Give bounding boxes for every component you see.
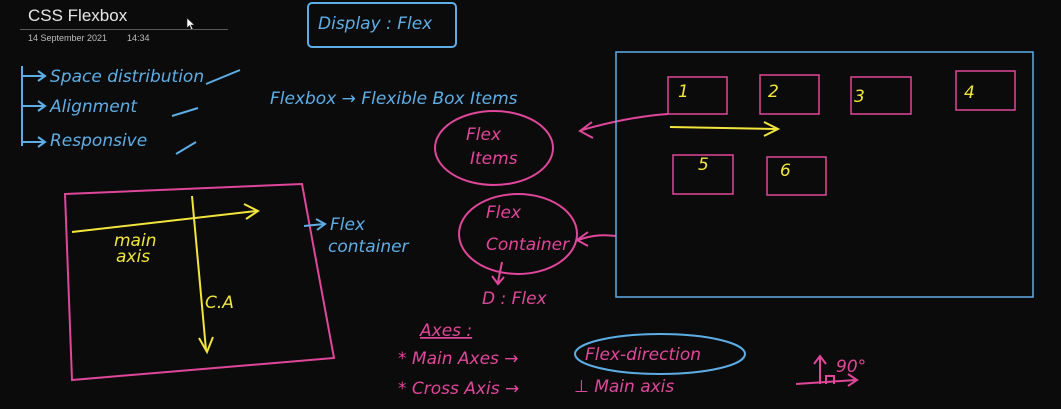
- cross-axis-label: C.A: [205, 293, 234, 313]
- pointer-arrow: [303, 223, 325, 227]
- main-axis-label-line2: axis: [116, 247, 150, 267]
- svg-text:1: 1: [678, 82, 689, 102]
- axes-title: Axes :: [419, 321, 472, 341]
- flex-container-line1: Flex: [486, 203, 522, 223]
- display-flex-note: Display : Flex: [307, 2, 457, 48]
- flex-container-label-line2: container: [328, 237, 410, 257]
- axes-main-line: * Main Axes →: [398, 349, 519, 369]
- flex-container-line2: Container: [486, 235, 570, 255]
- pointer-arrow: [497, 261, 503, 283]
- feature-list: [21, 66, 241, 155]
- flex-item-4: 4: [955, 70, 1016, 111]
- right-angle-icon: [795, 354, 859, 387]
- list-item-responsive: Responsive: [50, 131, 147, 151]
- display-flex-text: Display : Flex: [318, 14, 433, 34]
- arrow-head-icon: [315, 218, 327, 231]
- flex-item-5: 5: [672, 154, 734, 195]
- svg-text:2: 2: [768, 82, 779, 102]
- flex-direction-note: Flex-direction: [585, 345, 701, 365]
- flex-item-1: 1: [667, 76, 728, 115]
- flexbox-definition: Flexbox → Flexible Box Items: [270, 89, 518, 109]
- flex-items-line1: Flex: [466, 125, 502, 145]
- flex-item-3: 3: [850, 76, 912, 115]
- main-axis-arrow: [669, 126, 777, 130]
- axes-diagram: main axis C.A: [63, 182, 336, 382]
- flex-item-6: 6: [766, 156, 827, 196]
- title-divider: [20, 29, 228, 30]
- pointer-arrow: [577, 234, 617, 241]
- page-time: 14:34: [127, 33, 150, 43]
- flex-direction-highlight: [574, 333, 746, 375]
- perpendicular-note: ⊥ Main axis: [574, 377, 674, 397]
- d-flex-note: D : Flex: [482, 289, 548, 309]
- check-mark: [175, 141, 197, 155]
- axes-cross-line: * Cross Axis →: [398, 379, 519, 399]
- arrow-head-icon: [763, 121, 781, 137]
- flex-items-line2: Items: [470, 149, 518, 169]
- flex-container-box: [615, 51, 1034, 298]
- flex-container-bubble: Flex Container: [458, 193, 578, 275]
- page-header: CSS Flexbox 14 September 2021 14:34: [0, 0, 240, 50]
- arrow-head-icon: [575, 231, 589, 247]
- svg-text:3: 3: [854, 87, 865, 107]
- page-title: CSS Flexbox: [28, 6, 128, 25]
- mouse-pointer-icon: [186, 17, 196, 31]
- pointer-arrow: [581, 113, 669, 131]
- list-item-space-distribution: Space distribution: [50, 67, 204, 87]
- svg-text:4: 4: [964, 83, 975, 103]
- svg-text:5: 5: [698, 155, 709, 175]
- flex-items-bubble: Flex Items: [434, 110, 554, 186]
- flex-item-2: 2: [759, 74, 820, 115]
- check-mark: [171, 107, 199, 117]
- svg-text:6: 6: [780, 161, 791, 181]
- page-date: 14 September 2021: [28, 33, 108, 43]
- flex-container-label-line1: Flex: [330, 215, 366, 235]
- check-mark: [205, 69, 241, 85]
- arrow-head-icon: [491, 275, 505, 286]
- main-axis-label-line1: main: [114, 231, 156, 251]
- arrow-head-icon: [578, 121, 594, 139]
- angle-label: 90°: [836, 357, 866, 377]
- list-item-alignment: Alignment: [49, 97, 138, 117]
